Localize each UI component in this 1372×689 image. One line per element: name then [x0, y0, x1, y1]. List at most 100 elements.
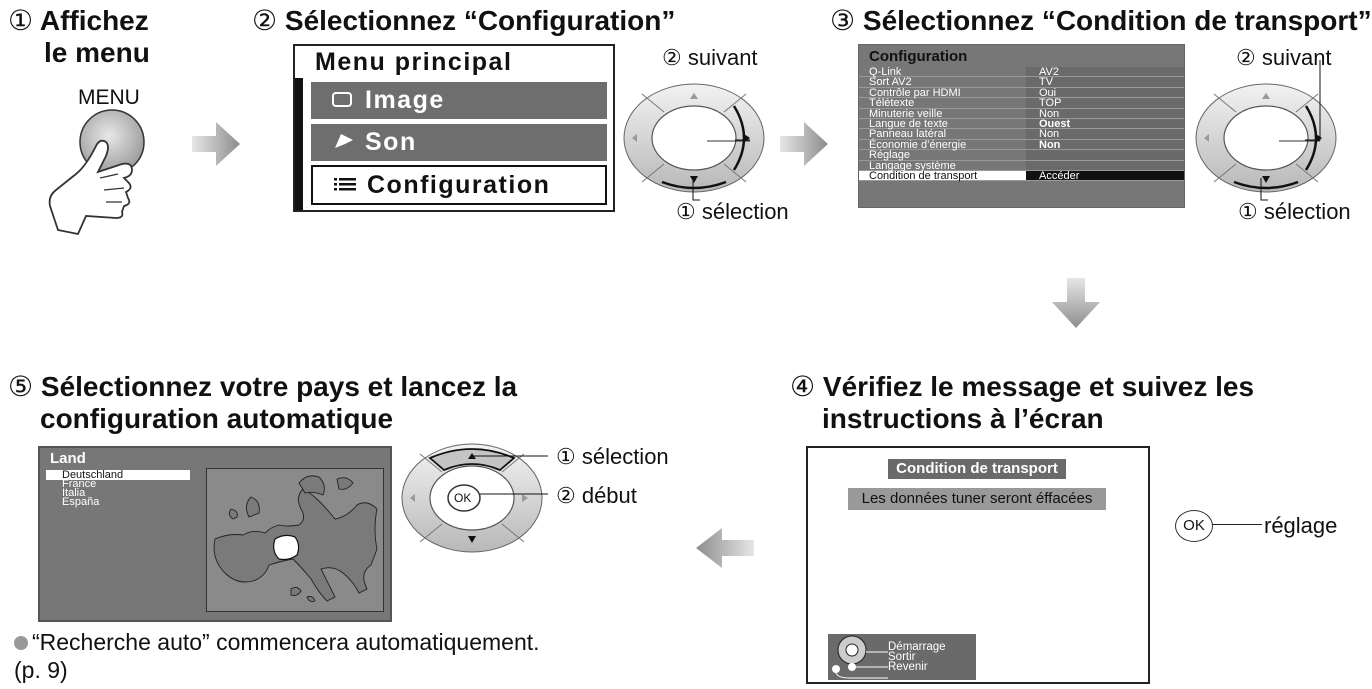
menu-item-image[interactable]: Image	[311, 82, 607, 119]
config-row-key: Langage système	[859, 160, 1026, 171]
config-row-key: Sort AV2	[859, 77, 1026, 88]
config-row-value: TOP	[1026, 97, 1184, 109]
legend-sortir: Sortir	[888, 651, 916, 663]
legend-demarrage: Démarrage	[888, 641, 946, 653]
config-row-key: Réglage	[859, 149, 1026, 161]
step5-title: ⑤ Sélectionnez votre pays et lancez la	[8, 372, 517, 402]
step1-title: ① Affichez	[8, 6, 149, 36]
ok-button-step4[interactable]: OK	[1175, 510, 1213, 542]
main-menu: Menu principal Image Son Configuration	[293, 44, 615, 212]
nav-ring-step3	[1195, 83, 1337, 193]
config-row-key: Contrôle par HDMI	[859, 87, 1026, 98]
step3-select-label: ① sélection	[1238, 199, 1351, 224]
step-arrow-down	[1052, 278, 1100, 328]
menu-item-image-label: Image	[365, 86, 445, 114]
menu-item-son-label: Son	[365, 128, 417, 156]
step-arrow-right-2	[780, 122, 828, 166]
list-icon	[333, 171, 359, 200]
country-item-selected[interactable]: Deutschland	[46, 470, 190, 481]
config-row-key: Panneau latéral	[859, 129, 1026, 140]
land-panel-title: Land	[50, 450, 86, 467]
menu-item-configuration-label: Configuration	[367, 170, 551, 199]
config-row[interactable]: Réglage	[859, 149, 1184, 161]
step4-number: ④	[790, 371, 816, 402]
up-key-highlight	[428, 448, 516, 472]
country-item[interactable]: Italia	[62, 487, 86, 499]
transport-dialog: Condition de transport Les données tuner…	[806, 446, 1150, 684]
menu-button-label: MENU	[78, 86, 140, 109]
step3-next-label: ② suivant	[1236, 45, 1332, 70]
config-row-value: Non	[1026, 139, 1184, 150]
square-icon	[331, 86, 357, 115]
legend-labels: Démarrage Sortir Revenir	[888, 641, 946, 673]
config-row-key: Q-Link	[859, 66, 1026, 78]
step1-title-line2: le menu	[44, 37, 150, 68]
land-panel: Land Deutschland France Italia España	[38, 446, 392, 622]
step4-title-line2: instructions à l’écran	[822, 403, 1104, 434]
step1-number: ①	[8, 5, 34, 36]
main-menu-header: Menu principal	[315, 48, 513, 76]
step-arrow-right-1	[192, 122, 240, 166]
step2-number: ②	[252, 5, 278, 36]
menu-item-configuration[interactable]: Configuration	[311, 165, 607, 205]
country-item[interactable]: France	[62, 478, 97, 490]
step4-title: ④ Vérifiez le message et suivez les	[790, 372, 1254, 402]
note-line1: “Recherche auto” commencera automatiquem…	[32, 629, 540, 655]
config-row-key: Télétexte	[859, 97, 1026, 109]
step2-title-text: Sélectionnez “Configuration”	[284, 5, 676, 36]
ok-caption: réglage	[1264, 513, 1338, 538]
right-key-highlight	[732, 105, 746, 171]
config-row-value: Ouest	[1026, 118, 1184, 130]
germany-highlight	[273, 534, 300, 561]
step5-title-line1: Sélectionnez votre pays et lancez la	[40, 371, 518, 402]
bullet-icon	[14, 636, 28, 650]
step3-number: ③	[830, 5, 856, 36]
config-row-value: TV	[1026, 77, 1184, 88]
config-row-key: Condition de transport	[859, 170, 1026, 182]
europe-map	[206, 468, 384, 612]
ok-button-step5	[447, 484, 481, 512]
config-row-value	[1026, 160, 1184, 171]
step1-title-line1: Affichez	[39, 5, 149, 36]
country-item[interactable]: España	[62, 496, 100, 508]
step2-title: ② Sélectionnez “Configuration”	[252, 6, 675, 36]
config-row-key: Langue de texte	[859, 118, 1026, 130]
step3-title-text: Sélectionnez “Condition de transport”	[862, 5, 1372, 36]
europe-map-icon	[213, 475, 378, 602]
down-arrow-icon	[690, 176, 698, 183]
config-row-value	[1026, 150, 1184, 161]
left-arrow-icon	[1204, 134, 1209, 142]
up-arrow-icon	[1262, 93, 1270, 99]
step-arrow-left	[696, 528, 754, 568]
menu-press-illustration	[48, 109, 145, 236]
left-arrow-icon	[410, 494, 415, 502]
transport-dialog-message: Les données tuner seront éffacées	[848, 488, 1106, 510]
config-row-value: AV2	[1026, 66, 1184, 78]
step4-title-line1: Vérifiez le message et suivez les	[822, 371, 1255, 402]
dialog-legend: Démarrage Sortir Revenir	[828, 634, 976, 680]
step3-title: ③ Sélectionnez “Condition de transport”	[830, 6, 1372, 36]
down-key-highlight	[661, 180, 727, 190]
step5-select-label: ① sélection	[556, 444, 669, 469]
config-row-value: Non	[1026, 108, 1184, 119]
step5-title-line2: configuration automatique	[40, 403, 394, 434]
left-arrow-icon	[632, 134, 637, 142]
menu-item-son[interactable]: Son	[311, 124, 607, 161]
configuration-panel-title: Configuration	[869, 48, 968, 65]
config-row[interactable]: Langage système	[859, 160, 1184, 171]
legend-revenir: Revenir	[888, 661, 928, 673]
country-list: Deutschland France Italia España	[46, 470, 190, 508]
nav-ring-step5	[401, 443, 548, 553]
config-row-value: Oui	[1026, 87, 1184, 98]
